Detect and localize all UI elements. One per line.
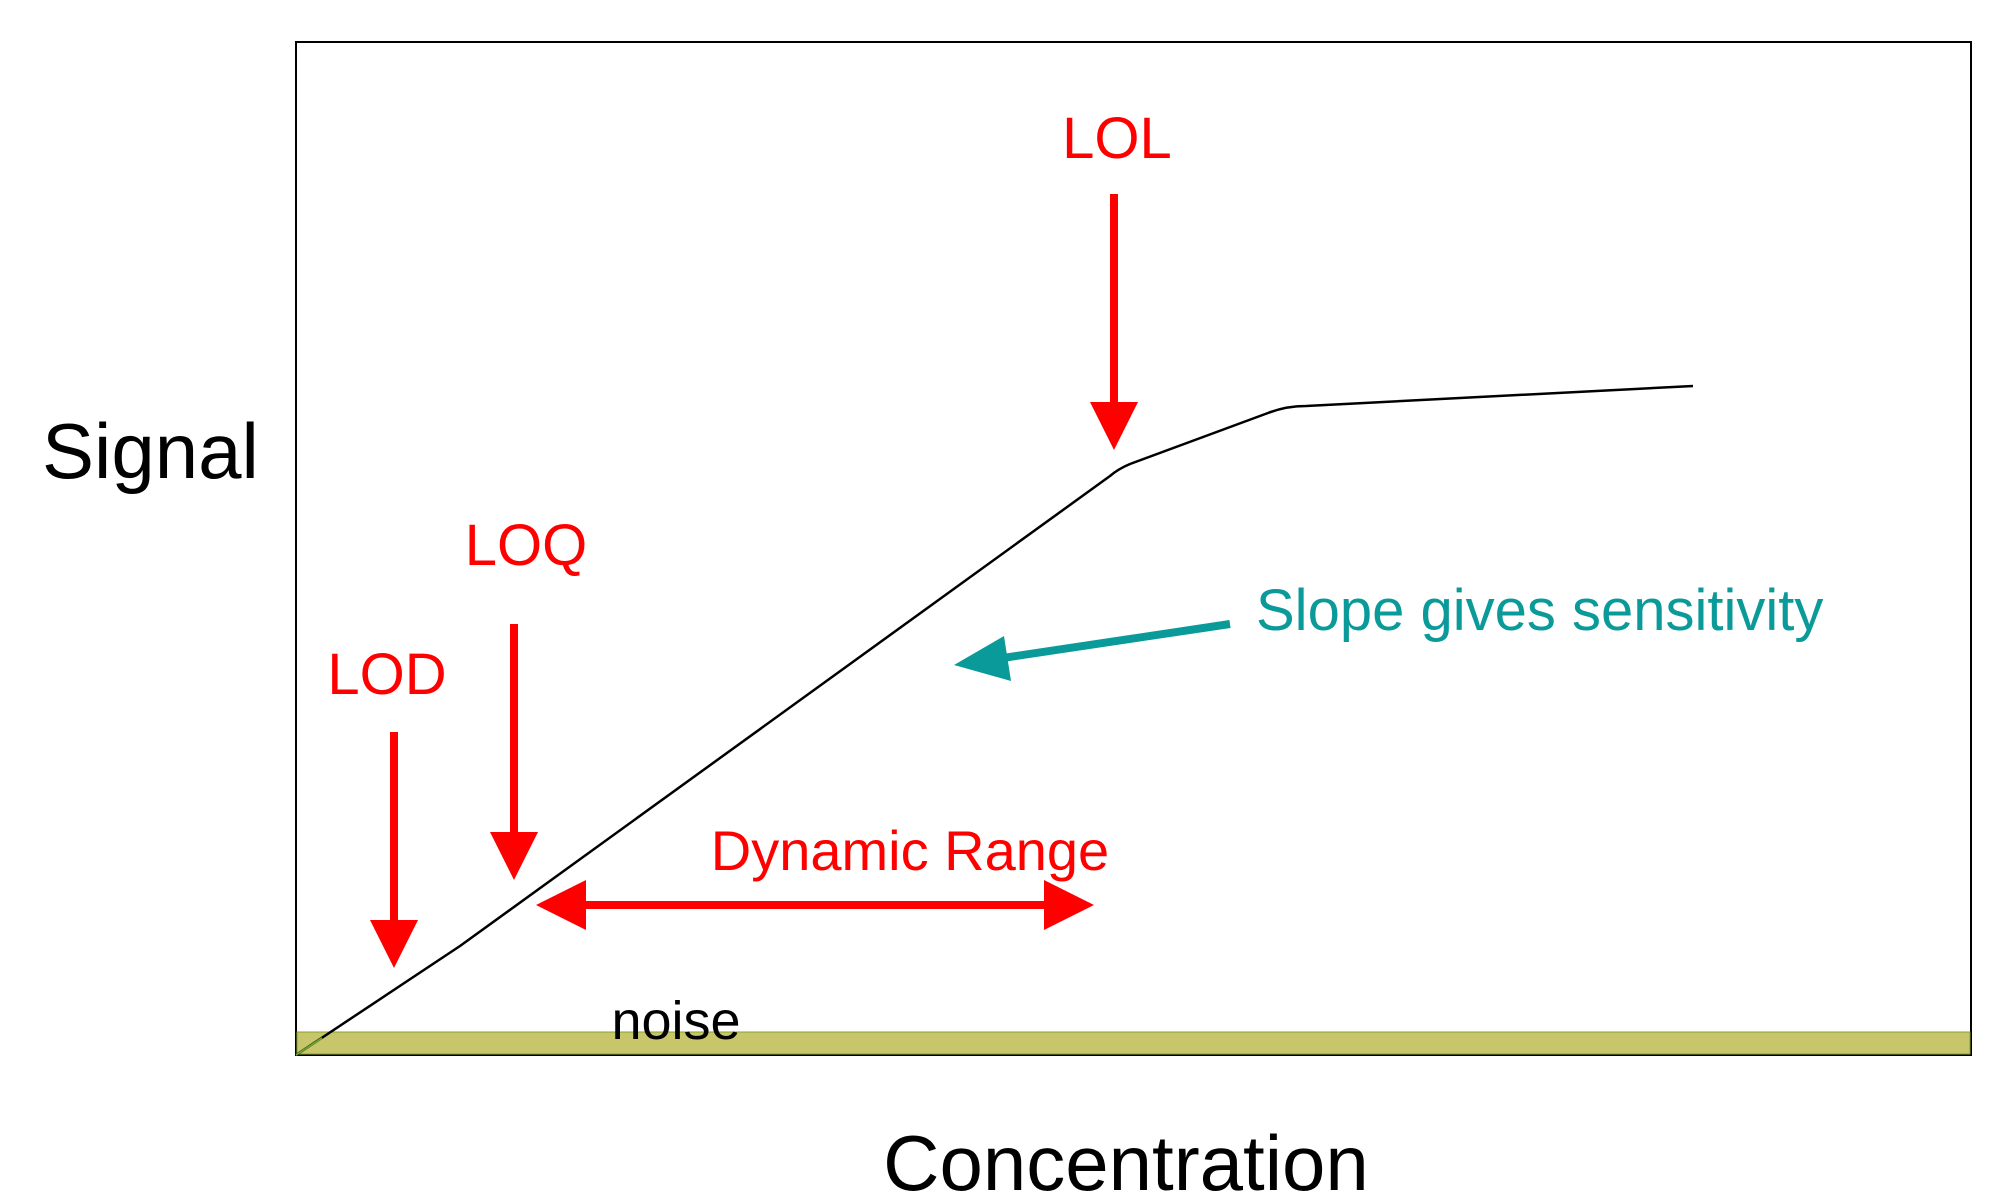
noise-label: noise — [611, 991, 740, 1051]
lol-label: LOL — [1062, 106, 1172, 171]
plot-frame — [295, 41, 1972, 1056]
x-axis-label: Concentration — [883, 1119, 1369, 1200]
y-axis-label: Signal — [42, 407, 259, 495]
dynamic-range-arrowhead-left — [536, 880, 586, 930]
loq-label: LOQ — [465, 513, 588, 578]
dynamic-range-label: Dynamic Range — [711, 819, 1109, 882]
noise-band — [296, 1031, 1971, 1055]
curve-start-segment — [295, 1037, 323, 1056]
slope-label: Slope gives sensitivity — [1256, 578, 1823, 643]
dynamic-range-arrowhead-right — [1044, 880, 1094, 930]
calibration-curve — [295, 384, 1694, 1057]
slope-arrow — [995, 620, 1231, 663]
slope-arrowhead — [954, 636, 1011, 681]
lod-label: LOD — [327, 642, 446, 707]
